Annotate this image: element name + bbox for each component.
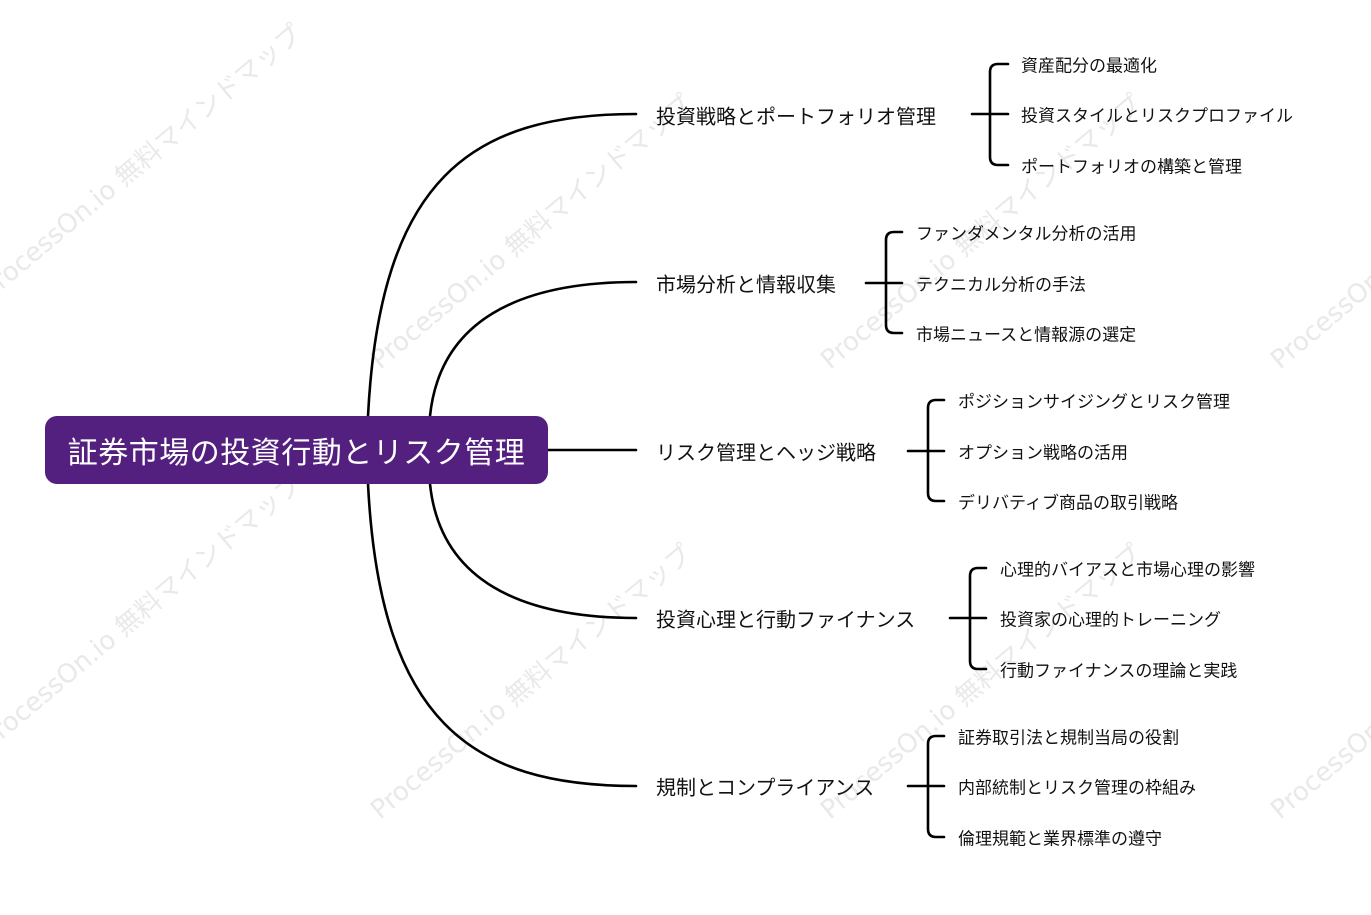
branch-topic-3[interactable]: リスク管理とヘッジ戦略: [656, 440, 876, 465]
watermark-text: ProcessOn.io 無料マインドマップ: [1265, 539, 1371, 825]
branch-connector-2: [428, 280, 638, 418]
watermark-text: ProcessOn.io 無料マインドマップ: [0, 19, 308, 305]
leaf-topic-1-1[interactable]: 資産配分の最適化: [1021, 56, 1157, 77]
leaf-topic-5-3[interactable]: 倫理規範と業界標準の遵守: [958, 829, 1162, 850]
leaf-topic-4-3[interactable]: 行動ファイナンスの理論と実践: [1000, 661, 1238, 682]
leaf-topic-5-2[interactable]: 内部統制とリスク管理の枠組み: [958, 778, 1196, 799]
branch-connector-1: [366, 112, 638, 418]
branch-topic-4[interactable]: 投資心理と行動ファイナンス: [656, 607, 916, 632]
leaf-topic-3-1[interactable]: ポジションサイジングとリスク管理: [958, 392, 1230, 413]
leaf-topic-3-2[interactable]: オプション戦略の活用: [958, 443, 1128, 464]
branch-topic-1[interactable]: 投資戦略とポートフォリオ管理: [656, 104, 936, 129]
branch-connector-4: [428, 482, 638, 620]
root-topic[interactable]: 証券市場の投資行動とリスク管理: [45, 416, 548, 484]
branch-topic-5[interactable]: 規制とコンプライアンス: [656, 775, 875, 800]
branch-connector-5: [366, 482, 638, 788]
connector-layer: [366, 62, 1010, 839]
watermark-text: ProcessOn.io 無料マインドマップ: [365, 89, 698, 375]
leaf-topic-1-3[interactable]: ポートフォリオの構築と管理: [1021, 157, 1242, 178]
leaf-topic-2-1[interactable]: ファンダメンタル分析の活用: [916, 224, 1137, 245]
leaf-topic-4-1[interactable]: 心理的バイアスと市場心理の影響: [1000, 560, 1255, 581]
leaf-topic-5-1[interactable]: 証券取引法と規制当局の役割: [958, 728, 1179, 749]
leaf-topic-2-3[interactable]: 市場ニュースと情報源の選定: [916, 325, 1137, 346]
root-topic-label: 証券市場の投資行動とリスク管理: [67, 436, 526, 471]
branch-topic-2[interactable]: 市場分析と情報収集: [656, 272, 836, 297]
watermark-text: ProcessOn.io 無料マインドマップ: [1265, 89, 1371, 375]
watermark-text: ProcessOn.io 無料マインドマップ: [0, 469, 308, 755]
leaf-topic-3-3[interactable]: デリバティブ商品の取引戦略: [958, 493, 1178, 514]
leaf-topic-4-2[interactable]: 投資家の心理的トレーニング: [1000, 610, 1221, 631]
leaf-topic-1-2[interactable]: 投資スタイルとリスクプロファイル: [1021, 106, 1293, 127]
leaf-topic-2-2[interactable]: テクニカル分析の手法: [916, 275, 1086, 296]
